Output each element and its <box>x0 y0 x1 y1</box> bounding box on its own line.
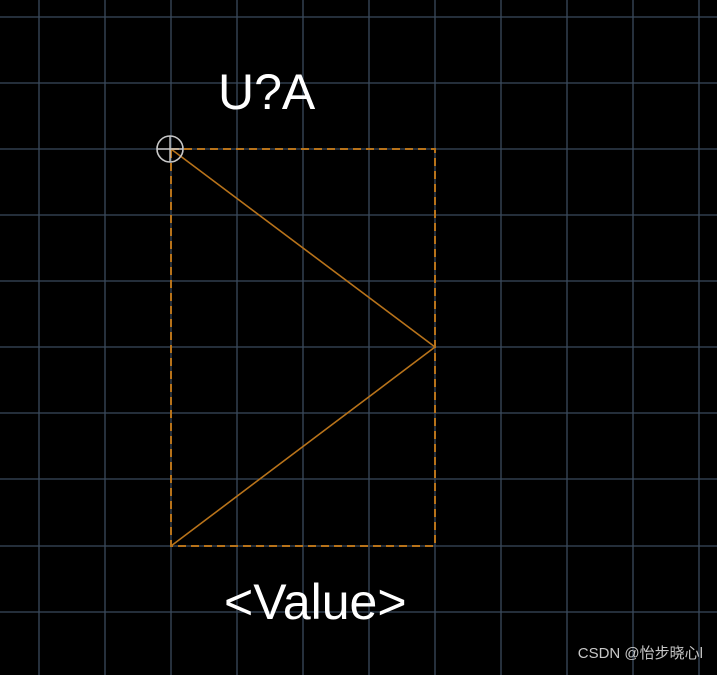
component-value[interactable]: <Value> <box>224 574 407 630</box>
triangle-body <box>170 148 437 547</box>
component-designator[interactable]: U?A <box>218 64 316 120</box>
component-symbol[interactable] <box>156 135 437 547</box>
origin-marker-icon[interactable] <box>156 135 184 163</box>
watermark: CSDN @怡步晓心l <box>577 645 703 662</box>
